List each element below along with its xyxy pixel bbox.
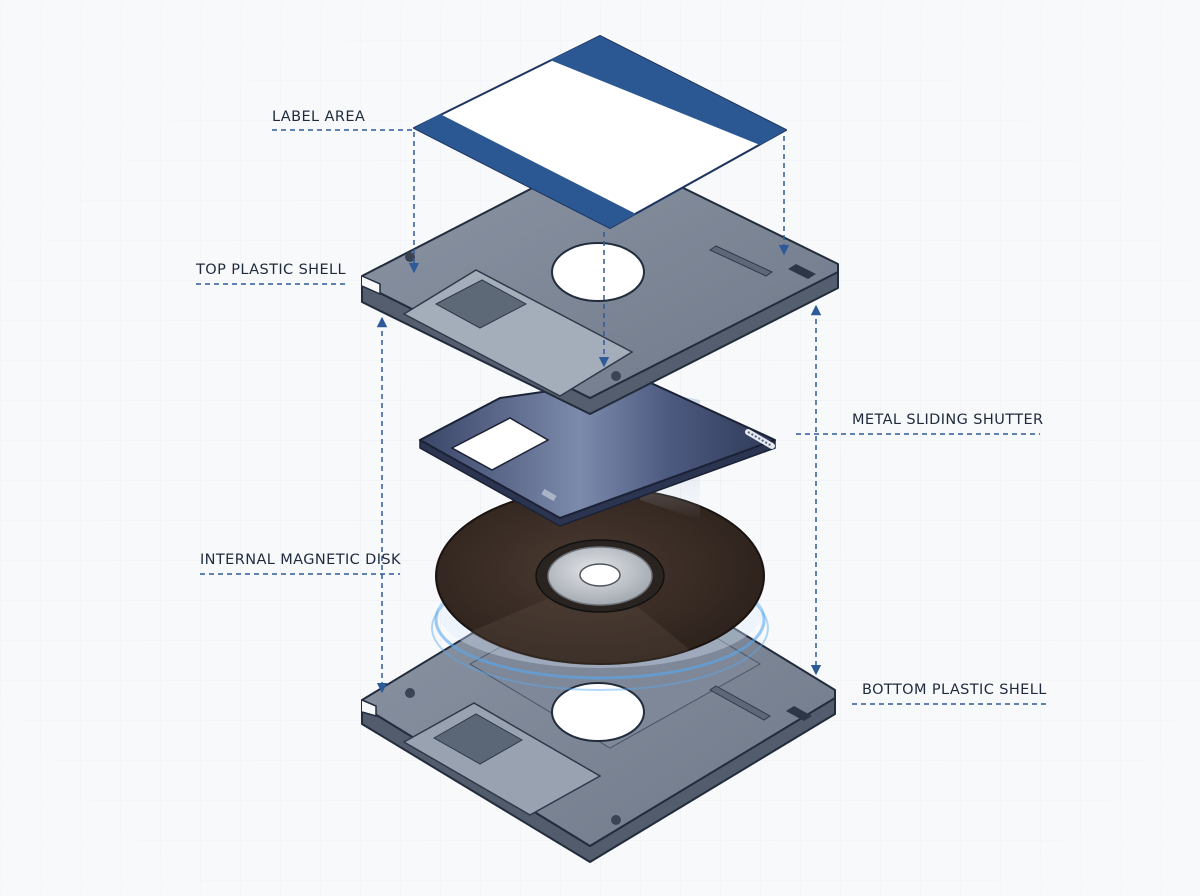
bottom-shell-hub-hole: [551, 682, 645, 742]
callout-metal-sliding-shutter: METAL SLIDING SHUTTER: [852, 412, 1044, 428]
bottom-shell-notch-left: [361, 699, 377, 717]
metal-sliding-shutter: [419, 377, 776, 527]
top-shell-hub-hole: [551, 242, 645, 302]
disk-sheen: [470, 576, 690, 666]
top-plastic-shell: [361, 149, 839, 415]
top-shell-slot: [708, 245, 774, 277]
callout-internal-magnetic-disk: INTERNAL MAGNETIC DISK: [200, 552, 401, 568]
top-shell-write-protect: [788, 264, 816, 279]
bottom-shell-write-protect: [786, 706, 812, 721]
top-shell-screw-2: [611, 371, 621, 381]
disk-spindle-hole: [579, 563, 621, 587]
label-stripe-top: [550, 36, 786, 145]
bottom-shell-screw: [405, 688, 415, 698]
internal-magnetic-disk: [431, 487, 769, 691]
top-shell-window: [434, 279, 528, 329]
top-shell-screw: [405, 252, 415, 262]
callout-label-area: LABEL AREA: [272, 109, 366, 125]
shutter-tab: [541, 488, 557, 502]
shutter-window: [450, 417, 550, 471]
leader-lines: [196, 129, 1046, 705]
shutter-spring-coil: [747, 431, 773, 447]
label-sticker: [413, 35, 787, 229]
bottom-shell-screw-2: [611, 815, 621, 825]
shutter-body: [419, 377, 776, 519]
callout-bottom-plastic-shell: BOTTOM PLASTIC SHELL: [862, 682, 1047, 698]
bottom-shell-slot: [709, 685, 771, 721]
top-shell-notch-left: [361, 275, 381, 296]
label-stripe-left: [414, 114, 636, 228]
callout-top-plastic-shell: TOP PLASTIC SHELL: [196, 262, 346, 278]
bottom-shell-window: [432, 713, 524, 765]
